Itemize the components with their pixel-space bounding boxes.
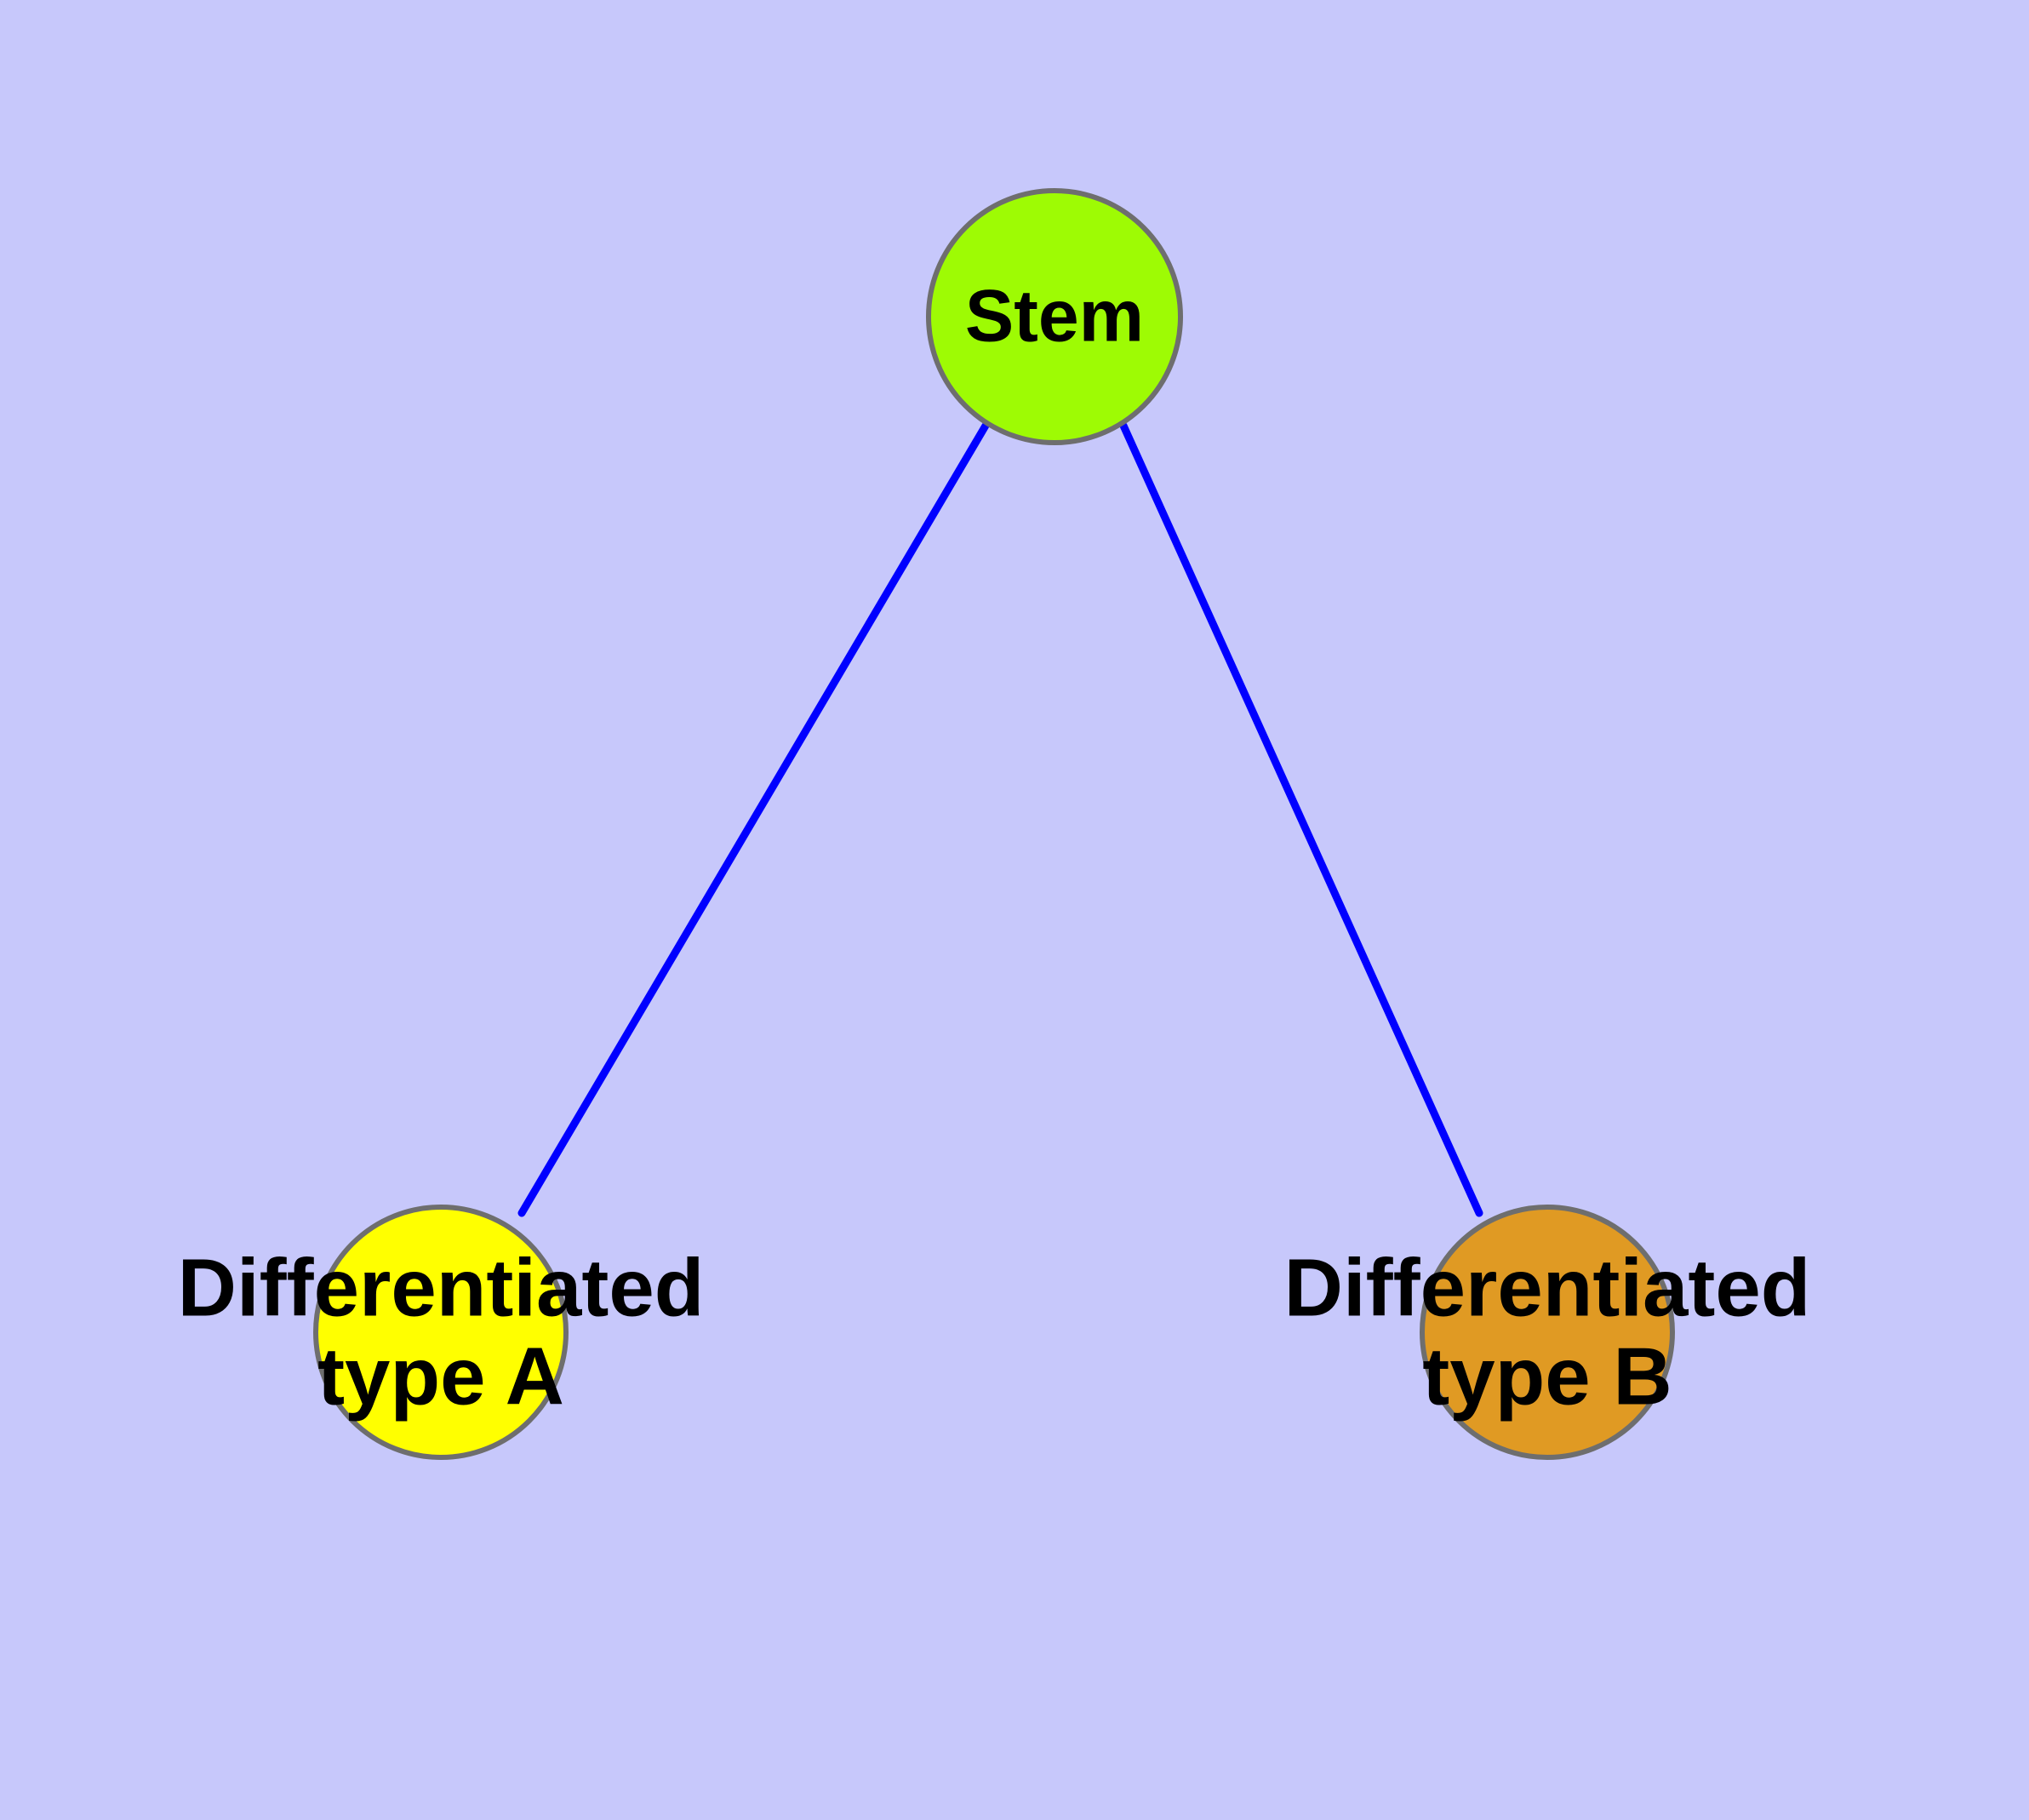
node-stem-label: Stem (964, 275, 1145, 358)
edge-stem-to-differentiated-type-a[interactable] (517, 421, 990, 1217)
node-stem-label-line-1: Stem (964, 275, 1145, 358)
edge-stem-to-differentiated-type-b[interactable] (1119, 421, 1483, 1217)
node-differentiated-type-a[interactable]: Differentiated type A (178, 1205, 704, 1460)
node-stem[interactable]: Stem (926, 188, 1183, 445)
node-differentiated-type-b[interactable]: Differentiated type B (1284, 1205, 1810, 1460)
